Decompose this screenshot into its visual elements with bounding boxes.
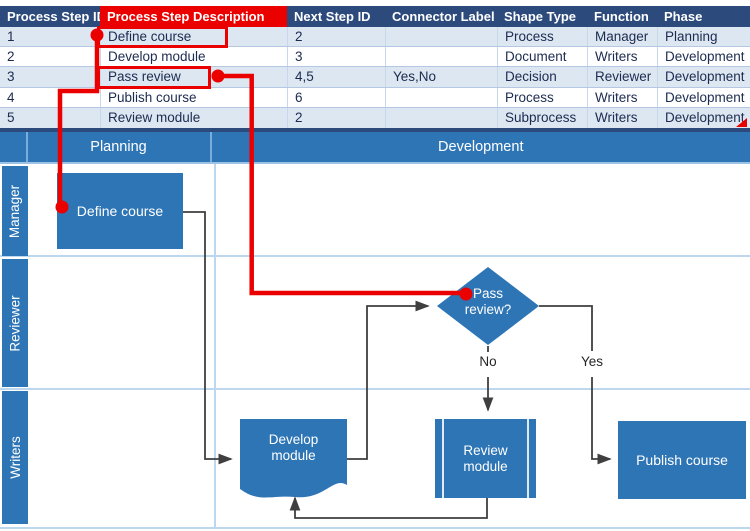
table-cell[interactable]: Development — [657, 107, 750, 128]
header-phase[interactable]: Phase — [664, 9, 703, 24]
phase-divider-line — [213, 163, 216, 527]
connector-yes-upper — [539, 305, 593, 351]
lane-header-reviewer[interactable]: Reviewer — [2, 259, 28, 387]
phase-header-planning[interactable]: Planning — [28, 131, 212, 162]
table-cell[interactable]: Development — [657, 67, 750, 87]
lane-label-text: Reviewer — [7, 294, 23, 352]
document-shape-label: Develop module — [268, 432, 319, 463]
table-cell[interactable]: Planning — [657, 27, 750, 47]
table-cell[interactable]: 2 — [287, 107, 385, 128]
shape-label-line: module — [463, 458, 508, 474]
table-cell[interactable]: 3 — [287, 47, 385, 67]
table-row: 1 Define course 2 Process Manager Planni… — [0, 27, 750, 48]
lane-divider-line — [0, 388, 750, 390]
connector-define-to-develop — [182, 211, 233, 465]
header-connector-label[interactable]: Connector Label — [392, 9, 495, 24]
table-cell[interactable]: Development — [657, 47, 750, 67]
table-cell[interactable]: Yes,No — [385, 67, 497, 87]
process-shape-publish-course[interactable]: Publish course — [618, 421, 746, 499]
lane-divider-line — [0, 255, 750, 257]
table-cell[interactable]: 6 — [287, 87, 385, 107]
table-cell[interactable]: Writers — [587, 47, 657, 67]
table-cell[interactable] — [385, 107, 497, 128]
table-cell[interactable]: 1 — [7, 29, 15, 44]
connector-develop-to-decision — [347, 300, 430, 460]
header-process-step-id[interactable]: Process Step ID — [7, 9, 100, 24]
header-shape-type[interactable]: Shape Type — [504, 9, 577, 24]
red-highlight-pass-review-cell — [97, 66, 211, 89]
table-cell[interactable]: Publish course — [100, 87, 287, 107]
lane-header-writers[interactable]: Writers — [2, 391, 28, 524]
table-cell[interactable]: 2 — [7, 49, 15, 65]
table-header-row: Process Step ID Process Step Description… — [0, 6, 750, 27]
lane-label-text: Manager — [7, 184, 23, 238]
table-cell[interactable]: 4 — [7, 89, 15, 105]
table-cell[interactable]: Develop module — [100, 47, 287, 67]
swimlane-corner-cell — [0, 131, 28, 162]
table-cell[interactable]: Development — [657, 87, 750, 107]
table-cell[interactable] — [385, 27, 497, 47]
table-cell[interactable]: Process — [497, 87, 587, 107]
red-highlight-define-course-cell — [97, 26, 228, 48]
table-cell[interactable]: Process — [497, 27, 587, 47]
table-cell[interactable]: Pass review — [100, 67, 287, 87]
table-cell[interactable]: Writers — [587, 87, 657, 107]
table-cell[interactable]: 5 — [7, 109, 15, 125]
table-row: 5 Review module 2 Subprocess Writers Dev… — [0, 107, 750, 128]
header-next-step-id[interactable]: Next Step ID — [294, 9, 371, 24]
table-row: 4 Publish course 6 Process Writers Devel… — [0, 87, 750, 108]
subprocess-shape-review-module[interactable]: Review module — [435, 419, 536, 498]
decision-shape-label: Pass review? — [464, 286, 512, 317]
table-cell[interactable]: Reviewer — [587, 67, 657, 87]
table-cell[interactable]: Decision — [497, 67, 587, 87]
table-row: 2 Develop module 3 Document Writers Deve… — [0, 47, 750, 68]
table-cell[interactable]: Subprocess — [497, 107, 587, 128]
lane-label-text: Writers — [7, 436, 23, 479]
connector-label-no: No — [479, 354, 497, 369]
table-cell[interactable]: Document — [497, 47, 587, 67]
phase-header-development[interactable]: Development — [438, 138, 524, 155]
table-cell[interactable]: Review module — [100, 107, 287, 128]
table-cell[interactable] — [385, 47, 497, 67]
table-cell[interactable]: 4,5 — [287, 67, 385, 87]
header-function[interactable]: Function — [594, 9, 649, 24]
table-bottom-border — [0, 128, 750, 132]
phase-header-band: Planning Development — [0, 131, 750, 164]
diagram-bottom-line — [0, 526, 750, 529]
process-shape-define-course[interactable]: Define course — [57, 173, 183, 249]
table-cell[interactable]: Writers — [587, 107, 657, 128]
table-cell[interactable] — [385, 87, 497, 107]
table-cell[interactable]: 3 — [7, 69, 15, 85]
table-cell[interactable]: Manager — [587, 27, 657, 47]
lane-header-manager[interactable]: Manager — [2, 166, 28, 256]
connector-label-yes: Yes — [580, 354, 604, 369]
header-process-step-description[interactable]: Process Step Description — [100, 6, 287, 27]
connector-review-to-develop — [289, 496, 488, 519]
table-cell[interactable]: 2 — [287, 27, 385, 47]
shape-label-line: Review — [463, 442, 508, 458]
